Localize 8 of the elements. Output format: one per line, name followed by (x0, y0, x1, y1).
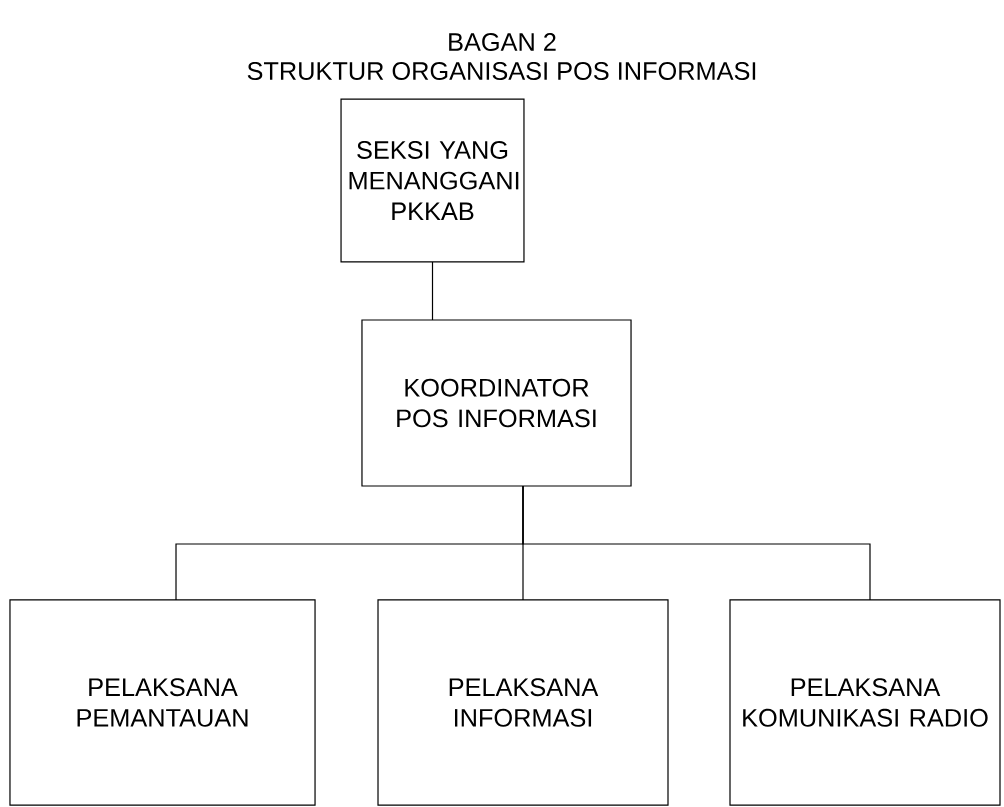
org-box: SEKSI YANG MENANGGANI PKKAB (340, 98, 525, 263)
connector-line (431, 261, 434, 321)
connector-line (522, 485, 871, 601)
org-box: KOORDINATOR POS INFORMASI (361, 319, 632, 487)
title: BAGAN 2 (449, 33, 556, 51)
org-box: PELAKSANA INFORMASI (377, 599, 669, 806)
org-box: PELAKSANA KOMUNIKASI RADIO (729, 599, 1001, 806)
org-box: PELAKSANA PEMANTAUAN (9, 599, 316, 806)
